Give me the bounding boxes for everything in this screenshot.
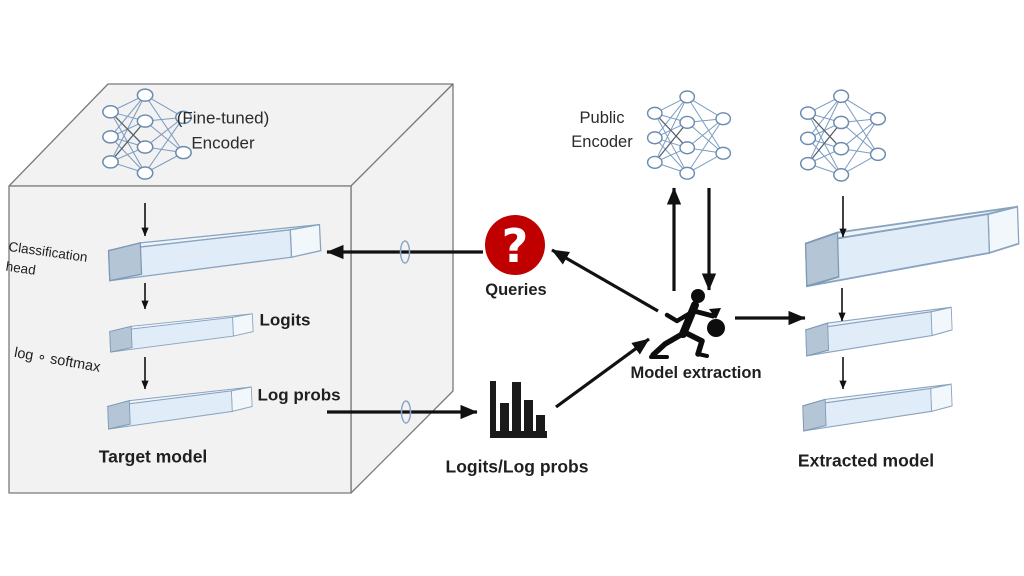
extracted-encoder-network-icon: [799, 89, 887, 182]
extracted-layer-bar-2: [805, 306, 953, 357]
log-probs-label: Log probs: [257, 385, 341, 405]
query-wall-port-icon: [399, 240, 411, 264]
outputs-to-attacker-arrow: [555, 337, 650, 409]
public-encoder-label: Public Encoder: [571, 109, 633, 151]
target-model-caption: Target model: [98, 446, 208, 467]
extracted-model-caption: Extracted model: [797, 450, 935, 471]
bar-chart-icon: [490, 381, 547, 438]
extracted-layer-bar-3: [802, 383, 953, 432]
extracted-layer-bar-1: [804, 205, 1020, 288]
output-wall-port-icon: [400, 400, 412, 424]
model-extraction-runner-icon: [649, 289, 725, 359]
queries-icon: ?: [485, 215, 545, 275]
public-encoder-network-icon: [646, 90, 732, 180]
logits-log-probs-label: Logits/Log probs: [445, 456, 589, 477]
queries-label: Queries: [485, 281, 547, 300]
finetuned-encoder-label: (Fine-tuned) Encoder: [176, 108, 270, 152]
logits-label: Logits: [259, 310, 311, 330]
attacker-to-queries-arrow: [551, 248, 659, 313]
question-mark-icon: ?: [502, 219, 529, 273]
model-extraction-label: Model extraction: [630, 364, 762, 383]
extracted-model-flow-arrows: [838, 196, 847, 390]
